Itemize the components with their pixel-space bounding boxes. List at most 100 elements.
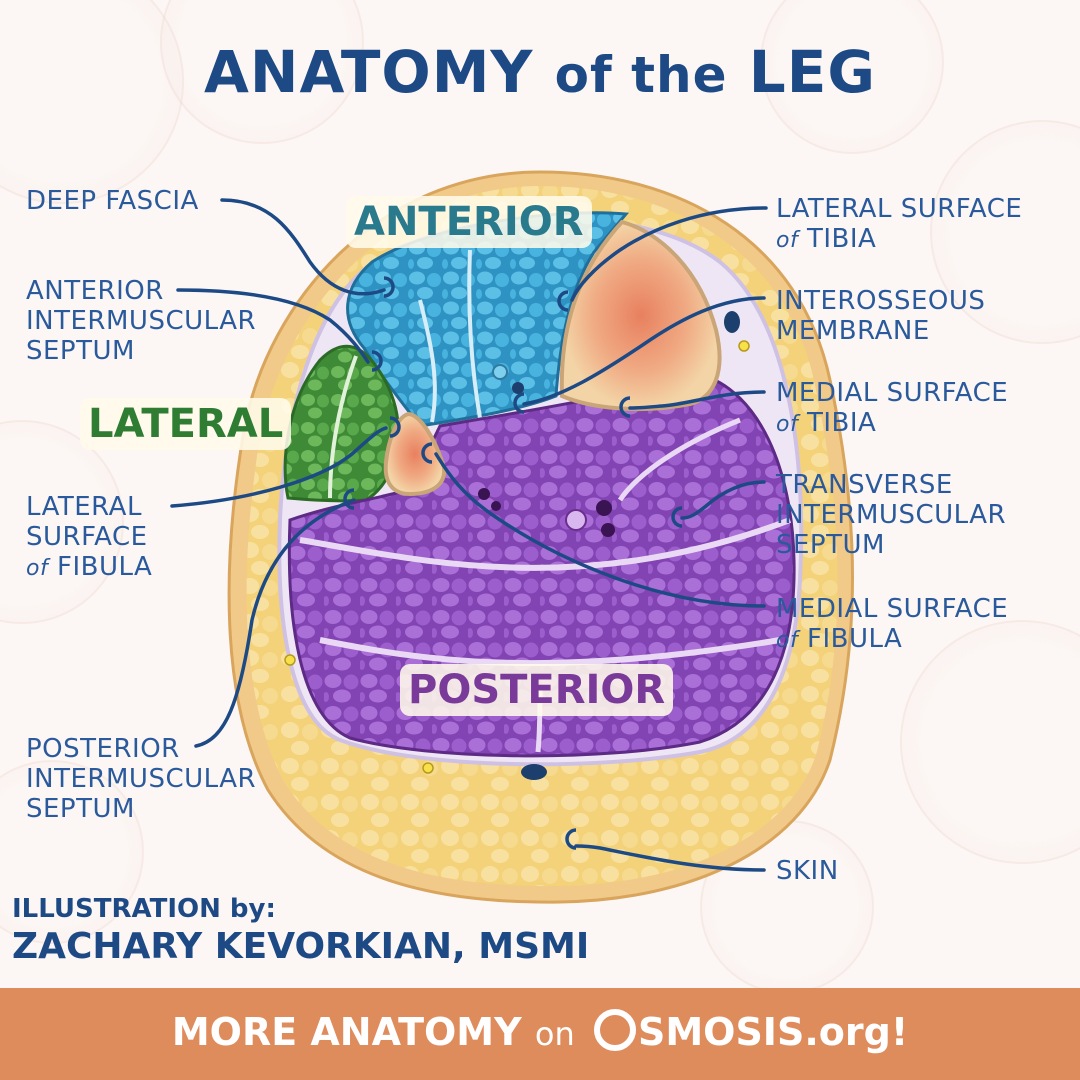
label-line: SEPTUM (26, 336, 135, 366)
fibular-vessel (478, 488, 490, 500)
footer-exclamation: ! (890, 1010, 909, 1054)
anterior-tibial-vessel (492, 364, 508, 380)
lateral-muscle-divider (328, 355, 358, 499)
label-transverse-intermuscular-septum: TRANSVERSE INTERMUSCULAR SEPTUM (776, 470, 1006, 560)
osmosis-logo-icon (593, 1009, 636, 1051)
anterior-muscle-divider (418, 299, 437, 423)
compartment-label-anterior: ANTERIOR (346, 196, 592, 248)
label-bone: TIBIA (806, 408, 877, 438)
saphenous-nerve (738, 340, 750, 352)
leader-medial-surface-fibula (434, 452, 766, 608)
label-line: MEMBRANE (776, 316, 930, 346)
label-text: SKIN (776, 856, 839, 886)
label-line: SURFACE (26, 522, 148, 552)
label-line: LATERAL SURFACE (776, 194, 1023, 224)
label-line: of TIBIA (776, 224, 1022, 256)
footer-more-anatomy: MORE ANATOMY (171, 1010, 522, 1054)
label-line: INTEROSSEOUS (776, 286, 986, 316)
leader-transverse-septum (680, 480, 766, 520)
hook-posterior-septum (343, 488, 355, 510)
leader-lines (170, 198, 768, 872)
page-title: ANATOMY of the LEG (0, 38, 1080, 106)
label-line: INTERMUSCULAR (26, 306, 257, 336)
label-text: DEEP FASCIA (26, 186, 199, 216)
label-line: of FIBULA (26, 552, 152, 584)
compartment-label-lateral: LATERAL (80, 398, 292, 450)
leader-medial-surface-tibia (628, 390, 766, 410)
transverse-intermuscular-septum-line (299, 517, 792, 571)
label-line: of FIBULA (776, 624, 1008, 656)
great-saphenous-vein (724, 311, 740, 333)
hook-lateral-surface-fibula (389, 416, 401, 438)
sural-nerve (422, 762, 434, 774)
superficial-nerve (284, 654, 296, 666)
compartment-label-posterior: POSTERIOR (400, 664, 674, 716)
leader-skin (574, 844, 766, 872)
illustration-credit-line1: ILLUSTRATION by: (12, 894, 276, 924)
label-interosseous-membrane: INTEROSSEOUS MEMBRANE (776, 286, 985, 346)
label-lateral-surface-of-fibula: LATERAL SURFACE of FIBULA (26, 492, 152, 584)
leader-posterior-septum (194, 498, 356, 748)
label-medial-surface-of-tibia: MEDIAL SURFACE of TIBIA (776, 378, 1008, 440)
label-line: INTERMUSCULAR (776, 500, 1007, 530)
label-line: POSTERIOR (26, 734, 180, 764)
anterior-muscle-divider (467, 249, 482, 419)
label-skin: SKIN (776, 856, 839, 886)
posterior-muscle-divider (617, 417, 741, 502)
footer-on: on (534, 1015, 575, 1053)
leader-lateral-surface-tibia (570, 206, 768, 302)
leader-interosseous (522, 296, 766, 406)
label-bone: TIBIA (806, 224, 877, 254)
label-line: SEPTUM (776, 530, 885, 560)
label-posterior-intermuscular-septum: POSTERIOR INTERMUSCULAR SEPTUM (26, 734, 256, 824)
posterior-tibial-vessel (601, 523, 615, 537)
footer-banner[interactable]: MORE ANATOMY on SMOSIS.org! (0, 988, 1080, 1080)
label-bone: FIBULA (806, 624, 903, 654)
title-main: ANATOMY (204, 38, 534, 106)
background-bubble (0, 760, 144, 944)
hook-skin (565, 828, 577, 850)
anterior-tibial-vessel (512, 382, 524, 394)
label-line: TRANSVERSE (776, 470, 953, 500)
hook-interosseous (513, 392, 525, 414)
label-line: MEDIAL SURFACE (776, 378, 1009, 408)
title-region: LEG (748, 38, 876, 106)
label-of: of (26, 556, 49, 581)
label-deep-fascia: DEEP FASCIA (26, 186, 199, 216)
label-line: MEDIAL SURFACE (776, 594, 1009, 624)
posterior-muscle-divider (319, 637, 781, 667)
leader-lateral-surface-fibula (170, 426, 388, 508)
small-saphenous-vein (521, 764, 547, 780)
fibula-bone (383, 411, 447, 497)
leader-hooks (343, 276, 683, 850)
hook-anterior-septum (371, 350, 383, 372)
label-of: of (776, 228, 799, 253)
hook-medial-surface-fibula (421, 442, 433, 464)
lateral-compartment-muscle (283, 344, 401, 503)
posterior-tibial-vessel (596, 500, 612, 516)
illustration-credit-line2: ZACHARY KEVORKIAN, MSMI (12, 926, 590, 967)
label-line: SEPTUM (26, 794, 135, 824)
tibia-bone (559, 219, 722, 412)
label-line: LATERAL (26, 492, 142, 522)
footer-promo-text[interactable]: MORE ANATOMY on SMOSIS.org! (0, 1004, 1080, 1062)
hook-medial-surface-tibia (619, 396, 631, 418)
label-line: of TIBIA (776, 408, 1008, 440)
posterior-tibial-vessel (565, 509, 587, 531)
label-line: ANTERIOR (26, 276, 164, 306)
label-medial-surface-of-fibula: MEDIAL SURFACE of FIBULA (776, 594, 1008, 656)
label-of: of (776, 412, 799, 437)
fibular-vessel (491, 501, 501, 511)
leader-anterior-septum (176, 288, 370, 364)
leader-deep-fascia (220, 198, 386, 296)
hook-lateral-surface-tibia (557, 290, 569, 312)
footer-brand-link[interactable]: SMOSIS.org (637, 1010, 891, 1054)
label-anterior-intermuscular-septum: ANTERIOR INTERMUSCULAR SEPTUM (26, 276, 256, 366)
title-of-the: of the (554, 46, 728, 104)
background-bubble (760, 0, 944, 154)
label-lateral-surface-of-tibia: LATERAL SURFACE of TIBIA (776, 194, 1022, 256)
label-bone: FIBULA (56, 552, 153, 582)
label-of: of (776, 628, 799, 653)
